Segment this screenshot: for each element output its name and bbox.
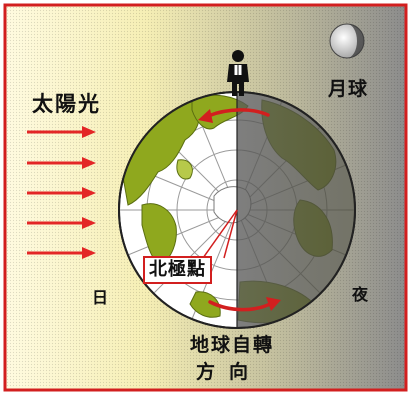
moon-label: 月球 [328,78,369,100]
rotation-arrow-icon [198,108,281,312]
moon-icon [329,23,365,59]
sun-ray-arrow-icon [27,157,96,169]
night-label: 夜 [352,285,369,304]
sun-ray-arrow-icon [27,217,96,229]
rotation-direction-label-line1: 地球自轉 [190,334,275,356]
sunlight-label: 太陽光 [32,92,101,116]
sun-ray-arrows [27,126,96,259]
person-icon [227,50,249,96]
north-pole-label: 北極點 [143,256,212,284]
sun-ray-arrow-icon [27,126,96,138]
north-pole-pointer [202,209,238,259]
day-label: 日 [92,288,109,307]
sun-ray-arrow-icon [27,247,96,259]
rotation-direction-label-line2: 方向 [196,361,263,383]
sun-ray-arrow-icon [27,187,96,199]
